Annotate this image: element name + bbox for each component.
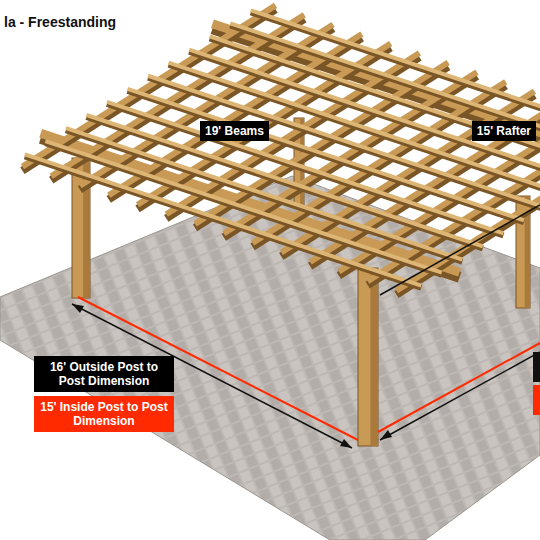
dimension-tag: 19' Beams [200,121,269,141]
dimension-label: 15' Rafter [477,124,531,138]
dimension-tag: 16' Outside Post to Post Dimension [34,356,174,392]
dimension-label: 16' Outside Post to Post Dimension [40,360,168,388]
diagram-title: la - Freestanding [4,14,116,30]
dimension-tag: 15' Inside Post to Post Dimension [34,396,174,432]
roof-lattice [22,5,540,294]
dimension-label: 15' Inside Post to Post Dimension [40,400,168,428]
dimension-label: 19' Beams [205,124,264,138]
dimension-tag: 15' Rafter [472,121,536,141]
